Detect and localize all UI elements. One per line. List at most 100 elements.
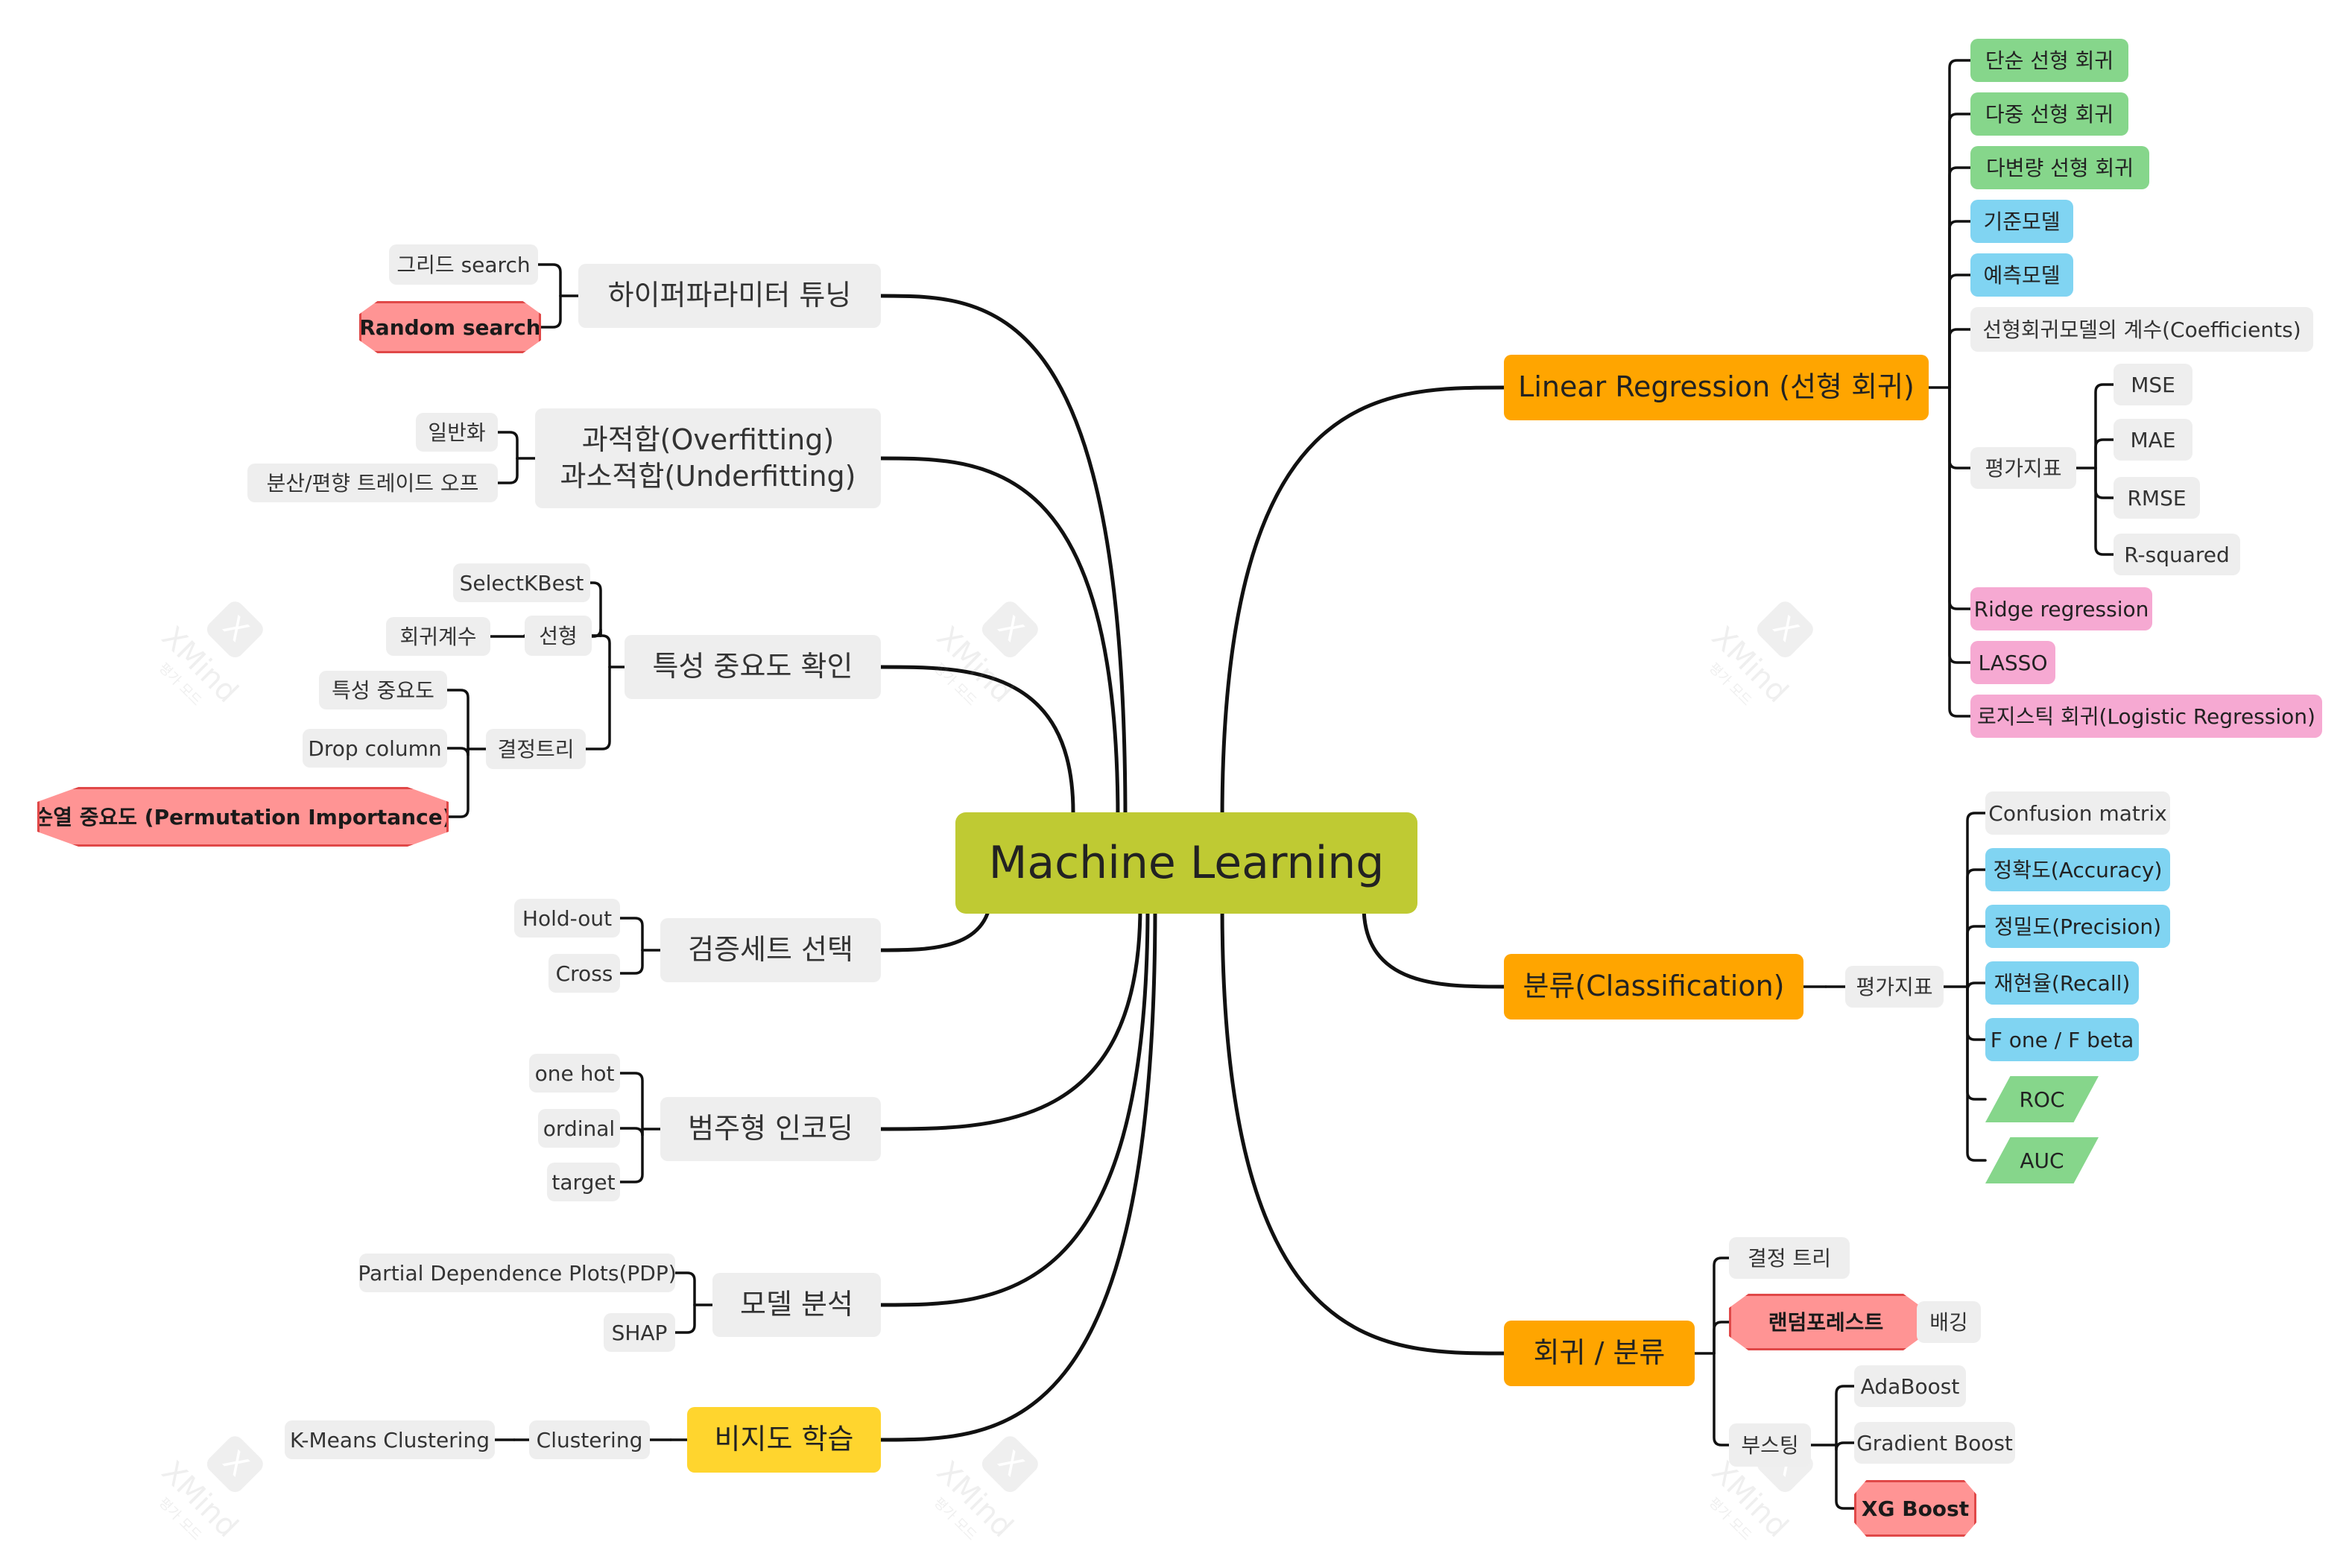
topic-categorical-encoding[interactable]: 범주형 인코딩	[660, 1097, 881, 1161]
subtopic-bias-variance-tradeoff[interactable]: 분산/편향 트레이드 오프	[247, 464, 498, 502]
connector-line	[879, 665, 1075, 815]
subtopic-gradient-boost[interactable]: Gradient Boost	[1854, 1422, 2015, 1464]
subtopic-lasso[interactable]: LASSO	[1970, 641, 2055, 684]
topic-classification[interactable]: 분류(Classification)	[1504, 954, 1803, 1019]
subtopic-one-hot[interactable]: one hot	[529, 1054, 620, 1093]
connector-line	[447, 747, 470, 818]
subtopic-decision-tree-model[interactable]: 결정 트리	[1729, 1237, 1850, 1279]
metric-precision[interactable]: 정밀도(Precision)	[1985, 905, 2170, 948]
connector-line	[1966, 868, 1987, 988]
subtopic-bagging[interactable]: 배깅	[1917, 1301, 1981, 1343]
metric-mse[interactable]: MSE	[2114, 364, 2192, 405]
subtopic-drop-column[interactable]: Drop column	[303, 729, 447, 768]
connector-line	[540, 294, 562, 329]
connector-line	[1220, 904, 1506, 1356]
subtopic-feature-importance[interactable]: 특성 중요도	[319, 671, 447, 709]
topic-validation-set[interactable]: 검증세트 선택	[660, 918, 881, 982]
connector-line	[1713, 1352, 1730, 1447]
topic-linear-regression[interactable]: Linear Regression (선형 회귀)	[1504, 355, 1929, 420]
subtopic-generalization[interactable]: 일반화	[416, 413, 498, 452]
subtopic-logistic-regression[interactable]: 로지스틱 회귀(Logistic Regression)	[1970, 695, 2322, 738]
connector-line	[1835, 1441, 1856, 1451]
subtopic-classification-metrics[interactable]: 평가지표	[1845, 966, 1944, 1008]
connector-line	[1835, 1444, 1856, 1510]
subtopic-clustering[interactable]: Clustering	[529, 1420, 650, 1459]
connector-line	[1835, 1385, 1856, 1447]
connector-line	[1948, 386, 1972, 718]
subtopic-ridge-regression[interactable]: Ridge regression	[1970, 587, 2152, 630]
connector-line	[1948, 386, 1972, 610]
metric-r-squared[interactable]: R-squared	[2114, 534, 2240, 575]
connector-line	[619, 1072, 644, 1131]
metric-rmse[interactable]: RMSE	[2114, 477, 2200, 519]
subtopic-target[interactable]: target	[547, 1163, 620, 1201]
metric-f-one-f-beta[interactable]: F one / F beta	[1985, 1018, 2139, 1061]
subtopic-random-search[interactable]: Random search	[359, 301, 541, 353]
connector-line	[619, 1128, 644, 1183]
connector-line	[2094, 438, 2115, 470]
subtopic-multiple-linear-regression[interactable]: 다중 선형 회귀	[1970, 92, 2128, 136]
subtopic-cross[interactable]: Cross	[548, 954, 620, 993]
subtopic-hold-out[interactable]: Hold-out	[514, 899, 620, 938]
connector-line	[1362, 904, 1506, 989]
connector-line	[489, 628, 602, 638]
connector-line	[1948, 59, 1972, 389]
connector-line	[1966, 985, 1987, 1041]
connector-line	[619, 1127, 644, 1137]
connector-line	[496, 431, 519, 460]
subtopic-baseline-model[interactable]: 기준모델	[1970, 200, 2073, 243]
connector-line	[1220, 385, 1506, 822]
connector-line	[446, 747, 470, 756]
subtopic-linear[interactable]: 선형	[525, 616, 592, 656]
connector-line	[496, 457, 519, 484]
connector-line	[446, 689, 470, 750]
connector-line	[1948, 113, 1972, 389]
connector-line	[674, 1271, 696, 1306]
connector-line	[1948, 274, 1972, 389]
subtopic-linear-metrics[interactable]: 평가지표	[1970, 447, 2076, 489]
root-topic[interactable]: Machine Learning	[955, 812, 1417, 914]
metric-accuracy[interactable]: 정확도(Accuracy)	[1985, 848, 2170, 891]
metric-confusion-matrix[interactable]: Confusion matrix	[1985, 791, 2170, 835]
connector-line	[1713, 1256, 1730, 1355]
subtopic-decision-tree[interactable]: 결정트리	[486, 729, 586, 769]
connector-line	[590, 634, 611, 668]
subtopic-selectkbest[interactable]: SelectKBest	[453, 563, 590, 602]
connector-line	[537, 263, 562, 297]
metric-mae[interactable]: MAE	[2114, 419, 2192, 461]
subtopic-grid-search[interactable]: 그리드 search	[389, 244, 538, 285]
subtopic-regression-coefficients[interactable]: 회귀계수	[386, 617, 490, 656]
subtopic-partial-dependence-plots[interactable]: Partial Dependence Plots(PDP)	[358, 1254, 677, 1292]
topic-hyperparameter-tuning[interactable]: 하이퍼파라미터 튜닝	[578, 264, 881, 328]
connector-line	[2094, 467, 2115, 556]
connector-line	[1948, 220, 1972, 389]
topic-unsupervised-learning[interactable]: 비지도 학습	[687, 1407, 881, 1473]
subtopic-shap[interactable]: SHAP	[604, 1313, 675, 1352]
subtopic-random-forest[interactable]: 랜덤포레스트	[1729, 1294, 1923, 1350]
subtopic-permutation-importance[interactable]: 순열 중요도 (Permutation Importance)	[37, 787, 449, 847]
connector-line	[879, 456, 1120, 822]
subtopic-linear-coefficients[interactable]: 선형회귀모델의 계수(Coefficients)	[1970, 307, 2313, 352]
subtopic-boosting[interactable]: 부스팅	[1729, 1423, 1811, 1467]
subtopic-ordinal[interactable]: ordinal	[538, 1109, 620, 1148]
connector-line	[1948, 386, 1972, 470]
topic-model-analysis[interactable]: 모델 분석	[712, 1273, 881, 1337]
topic-overfitting-label: 과적합(Overfitting)	[581, 423, 835, 456]
connector-line	[1966, 985, 1987, 1162]
topic-feature-importance[interactable]: 특성 중요도 확인	[625, 635, 881, 699]
subtopic-simple-linear-regression[interactable]: 단순 선형 회귀	[1970, 39, 2128, 82]
subtopic-xg-boost[interactable]: XG Boost	[1854, 1480, 1976, 1537]
subtopic-k-means-clustering[interactable]: K-Means Clustering	[285, 1420, 495, 1459]
subtopic-multivariate-linear-regression[interactable]: 다변량 선형 회귀	[1970, 146, 2149, 189]
metric-recall[interactable]: 재현율(Recall)	[1985, 961, 2139, 1005]
topic-overfitting-underfitting[interactable]: 과적합(Overfitting) 과소적합(Underfitting)	[535, 408, 881, 508]
subtopic-prediction-model[interactable]: 예측모델	[1970, 253, 2073, 297]
subtopic-adaboost[interactable]: AdaBoost	[1854, 1365, 1966, 1407]
connector-line	[619, 917, 644, 952]
connector-line	[1966, 985, 1987, 1101]
connector-line	[1966, 925, 1987, 988]
topic-regression-classification[interactable]: 회귀 / 분류	[1504, 1321, 1695, 1386]
